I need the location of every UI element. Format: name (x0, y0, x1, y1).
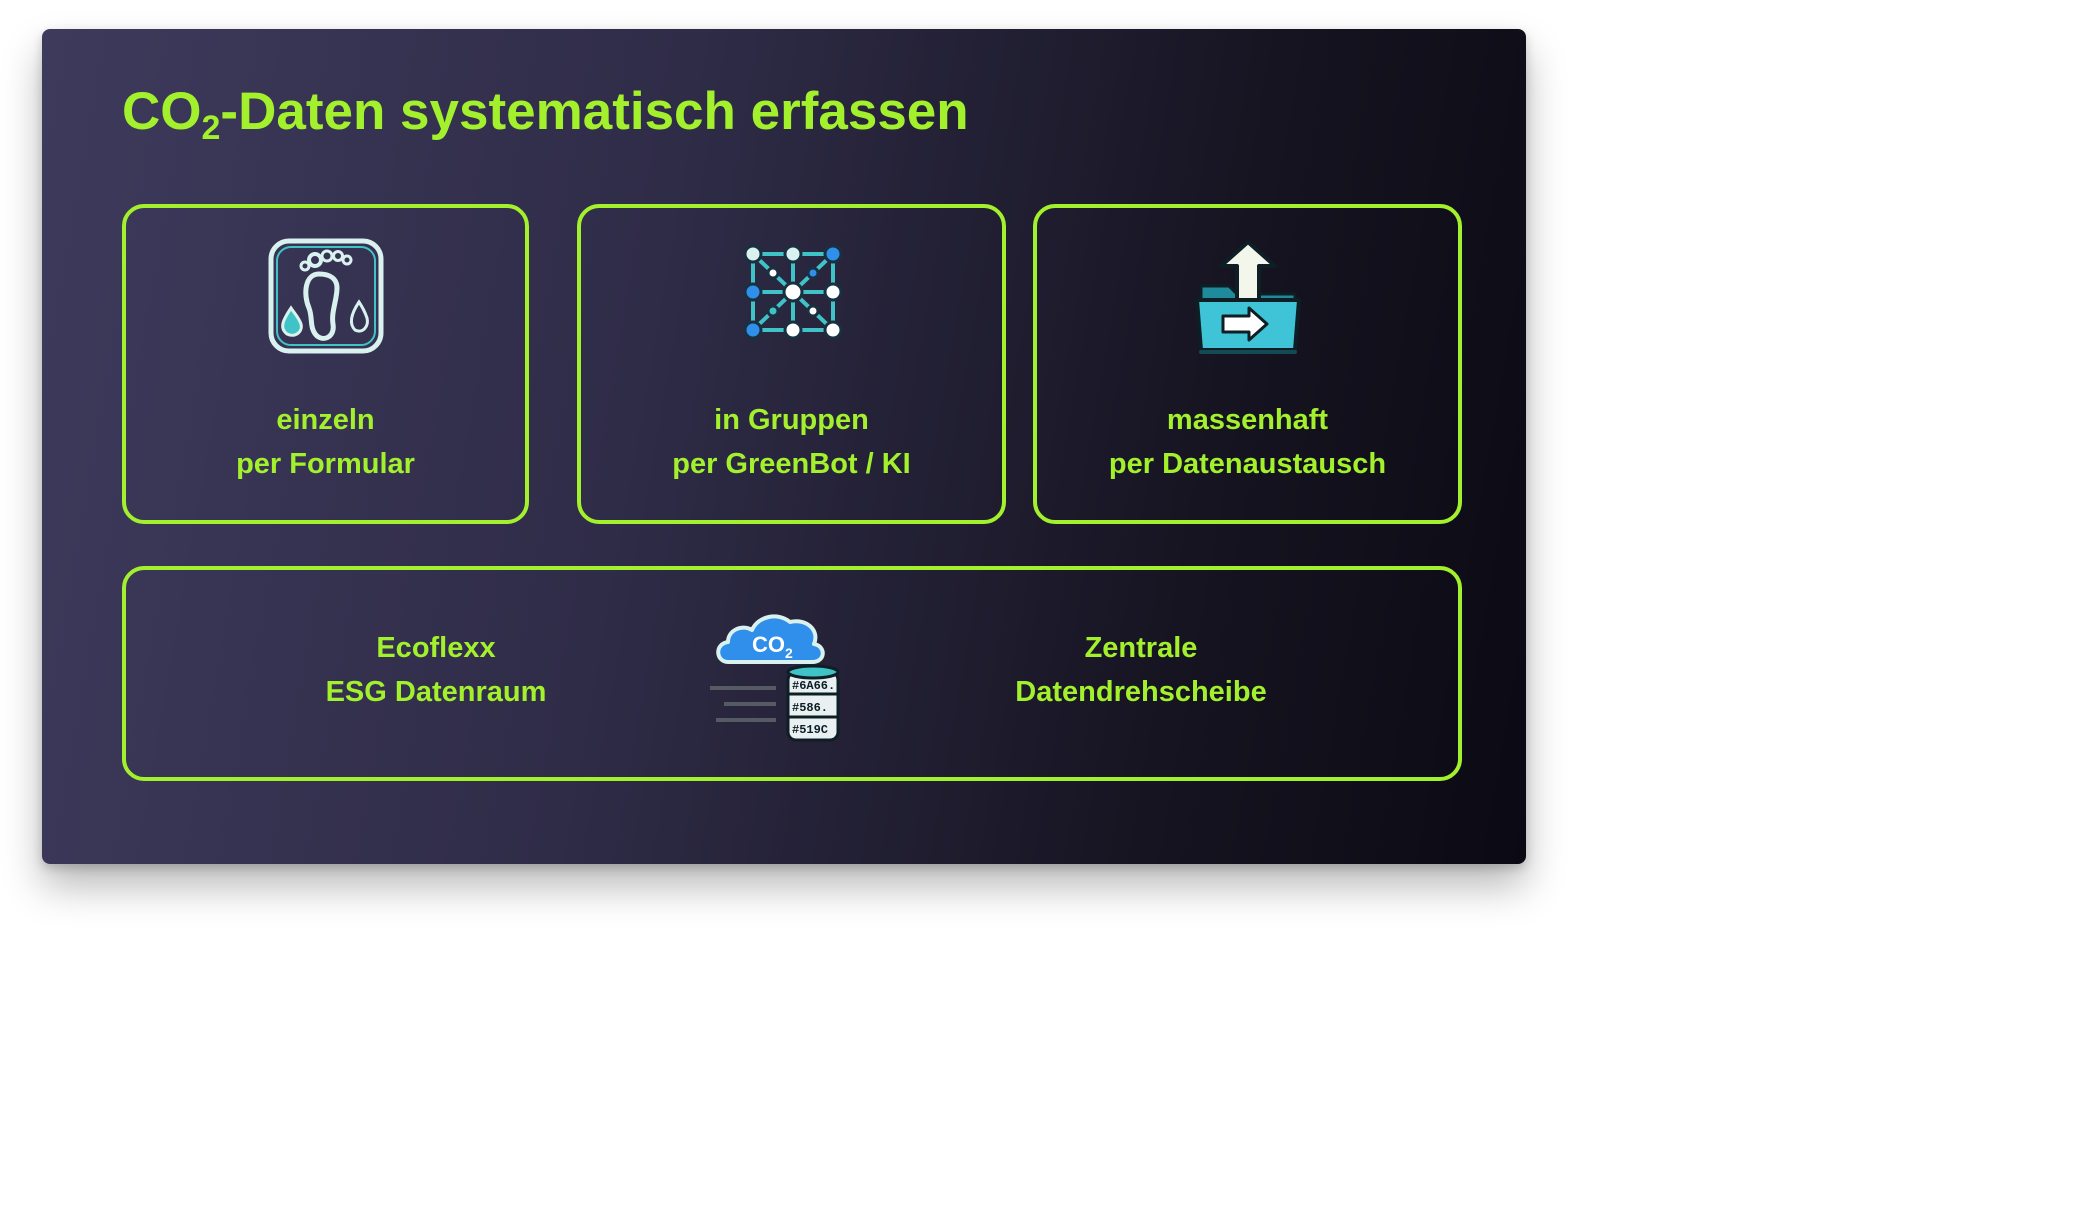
card-data-exchange: massenhaft per Datenaustausch (1033, 204, 1462, 524)
folder-upload-icon (1183, 236, 1313, 356)
esg-dataroom-line1: Ecoflexx (376, 632, 496, 664)
esg-dataroom-label: Ecoflexx ESG Datenraum (276, 626, 596, 714)
card-esg-dataroom: Ecoflexx ESG Datenraum CO2 (122, 566, 1462, 781)
db-label-1: #6A66. (792, 679, 835, 693)
slide: CO2-Daten systematisch erfassen (42, 29, 1526, 864)
co2-cloud-database-icon: CO2 #6A66. #586. #519C (706, 600, 856, 750)
db-label-2: #586. (792, 701, 828, 715)
cloud-co2-subscript: 2 (785, 645, 793, 661)
title-subscript: 2 (201, 109, 221, 147)
card-data-exchange-line2: per Datenaustausch (1108, 448, 1387, 480)
card-form: einzeln per Formular (122, 204, 529, 524)
card-greenbot-line1: in Gruppen (714, 404, 869, 436)
card-data-exchange-label: massenhaft per Datenaustausch (1037, 398, 1458, 486)
cloud-co2-text: CO2 (752, 632, 793, 661)
card-greenbot-line2: per GreenBot / KI (672, 448, 911, 480)
footprint-icon (261, 236, 391, 356)
data-hub-line1: Zentrale (1084, 632, 1198, 664)
title-prefix: CO (122, 82, 202, 141)
slide-title: CO2-Daten systematisch erfassen (122, 81, 969, 147)
network-grid-icon (727, 236, 857, 356)
title-suffix: -Daten systematisch erfassen (220, 82, 969, 141)
card-data-exchange-line1: massenhaft (1166, 404, 1329, 436)
card-form-label: einzeln per Formular (126, 398, 525, 486)
page: CO2-Daten systematisch erfassen (42, 29, 1526, 864)
esg-dataroom-line2: ESG Datenraum (325, 676, 547, 708)
card-greenbot: in Gruppen per GreenBot / KI (577, 204, 1006, 524)
db-label-3: #519C (792, 723, 828, 737)
data-hub-label: Zentrale Datendrehscheibe (956, 626, 1326, 714)
card-form-line1: einzeln (276, 404, 375, 436)
card-form-line2: per Formular (236, 448, 415, 480)
data-hub-line2: Datendrehscheibe (1015, 676, 1267, 708)
card-greenbot-label: in Gruppen per GreenBot / KI (581, 398, 1002, 486)
